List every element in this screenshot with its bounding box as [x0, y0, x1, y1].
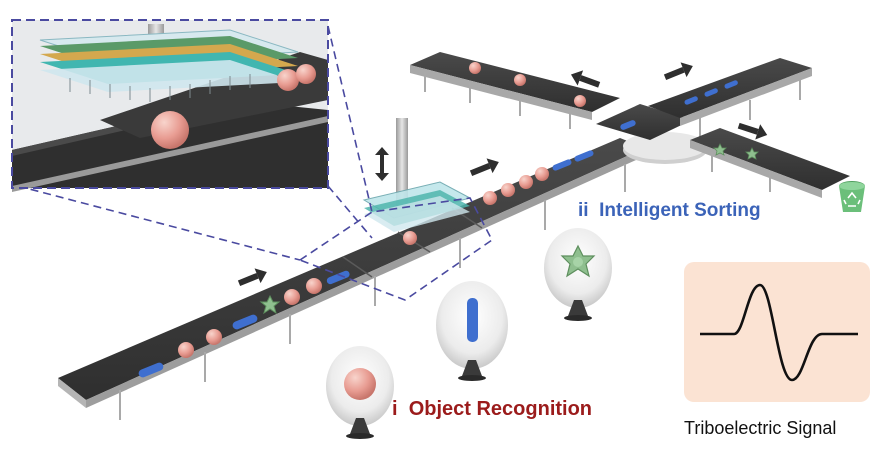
- recognition-bubble-ball: [326, 346, 394, 439]
- signal-panel: [684, 262, 870, 402]
- ball-object: [501, 183, 515, 197]
- rod-object: [326, 270, 350, 285]
- main-belt-top: [58, 138, 645, 400]
- ball-object: [306, 278, 322, 294]
- branch-belt-lower: [690, 128, 850, 198]
- ball-object: [519, 175, 533, 189]
- ball-object: [483, 191, 497, 205]
- rod-object: [232, 314, 258, 330]
- branch-belt-left: [410, 52, 620, 129]
- rod-object: [574, 150, 594, 162]
- direction-arrows: [237, 62, 768, 287]
- ball-object: [535, 167, 549, 181]
- gear-object: [259, 294, 281, 315]
- step-numeral: i: [392, 398, 398, 420]
- ball-object: [284, 289, 300, 305]
- signal-waveform: [700, 283, 858, 382]
- up-down-arrow-icon: [375, 147, 389, 181]
- arrow-icon: [737, 122, 768, 140]
- recognition-bubble-gear: [544, 228, 612, 321]
- main-conveyor: [58, 138, 645, 420]
- rod-object: [552, 159, 572, 171]
- recycle-bin-icon: [839, 181, 865, 212]
- ball-object: [574, 95, 586, 107]
- arrow-icon: [237, 268, 267, 287]
- step-numeral: ii: [578, 200, 589, 221]
- belt-legs: [119, 164, 626, 420]
- recognition-bubble-rod: [436, 281, 508, 381]
- step-title: Object Recognition: [408, 398, 593, 420]
- signal-caption: Triboelectric Signal: [684, 418, 837, 438]
- inset-zoom-panel: [11, 19, 329, 192]
- ball-object: [514, 74, 526, 86]
- main-belt-side: [86, 148, 645, 408]
- rod-object: [138, 362, 164, 378]
- arrow-icon: [570, 70, 601, 88]
- arrow-icon: [663, 62, 693, 81]
- zoom-lines: [17, 25, 494, 301]
- step-title: Intelligent Sorting: [599, 200, 761, 221]
- rod-object: [620, 120, 636, 130]
- ball-object: [206, 329, 222, 345]
- arrow-icon: [469, 158, 499, 177]
- ball-object: [178, 342, 194, 358]
- step-intelligent-sorting: ii Intelligent Sorting: [578, 200, 761, 222]
- ball-object: [469, 62, 481, 74]
- belt-objects: [138, 62, 759, 378]
- step-object-recognition: i Object Recognition: [392, 398, 592, 421]
